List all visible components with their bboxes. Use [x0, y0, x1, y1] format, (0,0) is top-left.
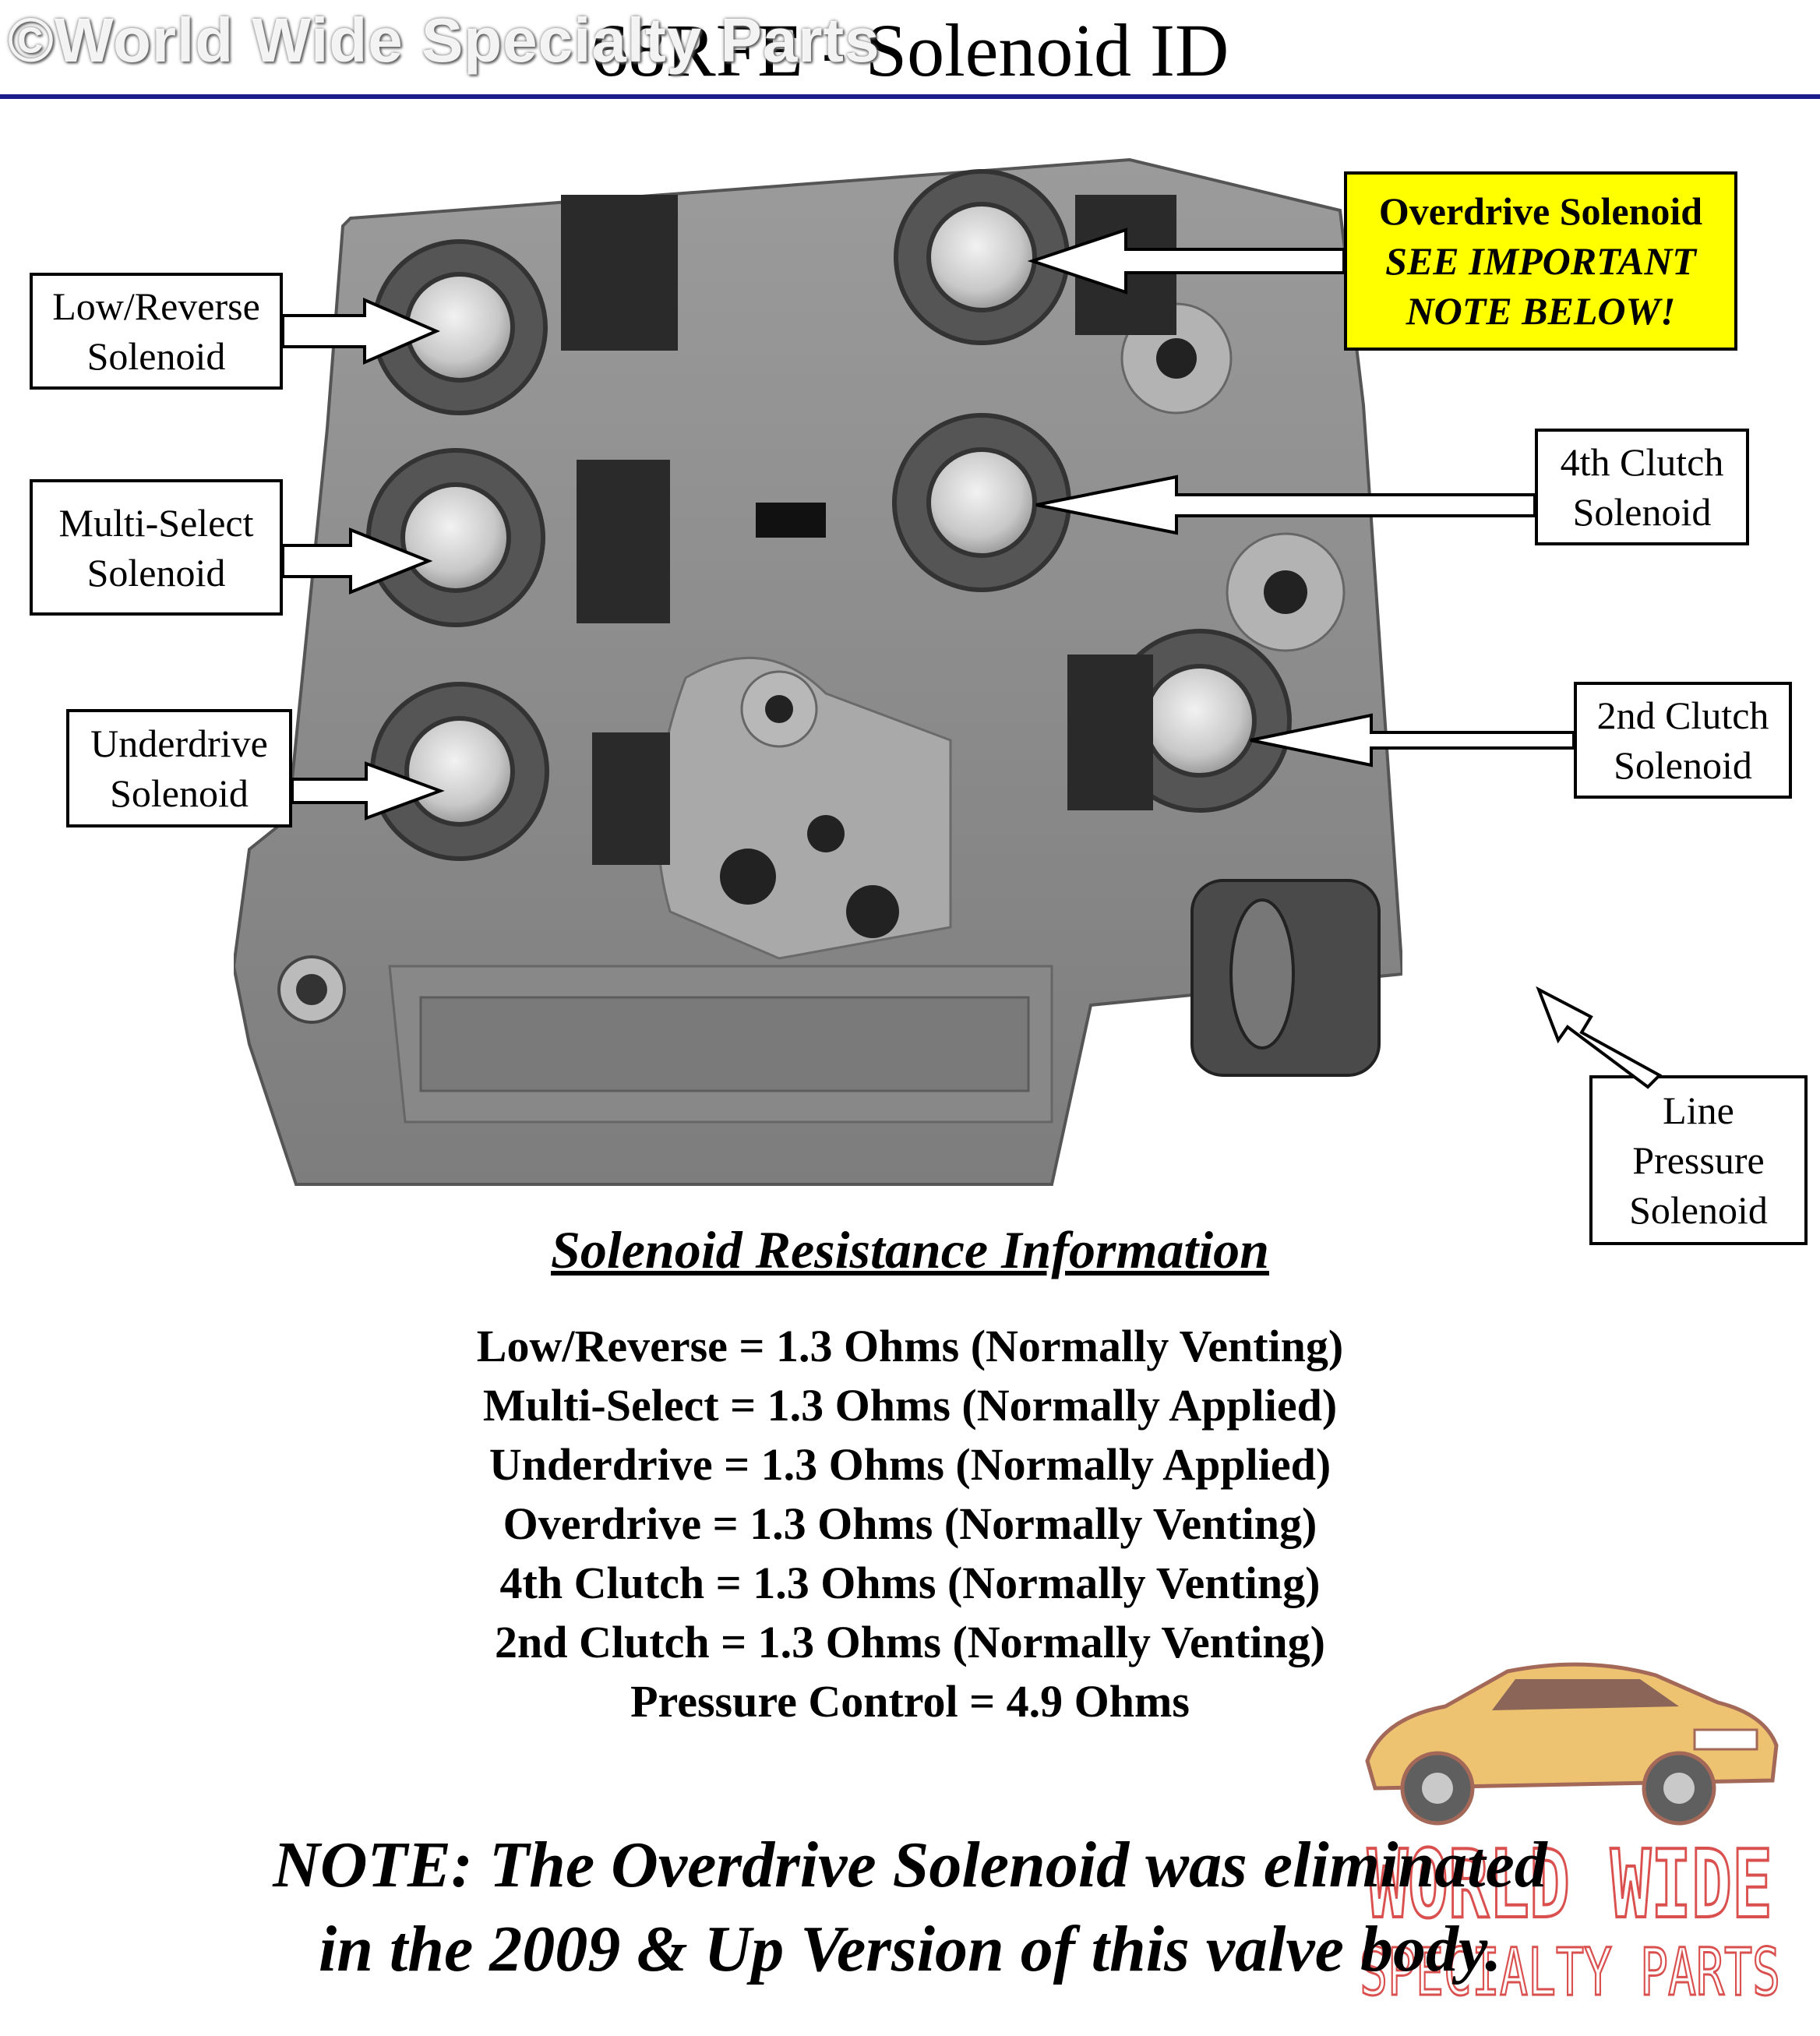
resistance-heading: Solenoid Resistance Information — [551, 1220, 1269, 1279]
note-line-1: NOTE: The Overdrive Solenoid was elimina… — [273, 1829, 1547, 1901]
copyright-watermark: ©World Wide Specialty Parts — [8, 5, 880, 75]
callout-line-pressure-solenoid: Line Pressure Solenoid — [1589, 1075, 1808, 1245]
callout-line: Solenoid — [1572, 490, 1712, 534]
callout-underdrive-solenoid: Underdrive Solenoid — [66, 709, 292, 827]
callout-line: Overdrive Solenoid — [1378, 189, 1703, 233]
callout-line: Solenoid — [86, 550, 226, 595]
callout-line: NOTE BELOW! — [1406, 289, 1676, 333]
resistance-list: Low/Reverse = 1.3 Ohms (Normally Venting… — [0, 1317, 1820, 1731]
callout-4th-clutch-solenoid: 4th Clutch Solenoid — [1535, 429, 1749, 545]
callout-line: Solenoid — [86, 334, 226, 378]
note-text: NOTE: The Overdrive Solenoid was elimina… — [0, 1823, 1820, 1992]
callout-multi-select-solenoid: Multi-Select Solenoid — [30, 479, 283, 616]
title-rule — [0, 94, 1820, 99]
callout-line: Solenoid — [1629, 1188, 1768, 1232]
resistance-item: Overdrive = 1.3 Ohms (Normally Venting) — [503, 1498, 1317, 1549]
callout-line: Pressure — [1632, 1138, 1765, 1182]
logo-text-line2: SPECIALTY PARTS — [1360, 1934, 1780, 2010]
logo-text-line1: WORLD WIDE — [1367, 1831, 1772, 1939]
car-icon — [1365, 1662, 1779, 1826]
callout-2nd-clutch-solenoid: 2nd Clutch Solenoid — [1574, 682, 1792, 799]
callout-line: Solenoid — [1614, 743, 1752, 787]
resistance-item: Pressure Control = 4.9 Ohms — [630, 1676, 1190, 1727]
callout-line: 2nd Clutch — [1596, 693, 1769, 737]
valve-body-photo — [234, 157, 1402, 1186]
arrow-line-pressure — [1536, 986, 1663, 1089]
callout-line: Solenoid — [110, 771, 249, 815]
resistance-item: 4th Clutch = 1.3 Ohms (Normally Venting) — [499, 1558, 1321, 1608]
callout-line: 4th Clutch — [1560, 440, 1724, 484]
callout-low-reverse-solenoid: Low/Reverse Solenoid — [30, 273, 283, 390]
resistance-item: 2nd Clutch = 1.3 Ohms (Normally Venting) — [495, 1617, 1325, 1667]
resistance-item: Low/Reverse = 1.3 Ohms (Normally Venting… — [476, 1321, 1344, 1371]
page-title: 68RFE - Solenoid ID — [591, 9, 1229, 92]
callout-overdrive-solenoid: Overdrive Solenoid SEE IMPORTANT NOTE BE… — [1344, 171, 1737, 351]
note-line-2: in the 2009 & Up Version of this valve b… — [318, 1913, 1502, 1985]
callout-line: Underdrive — [90, 722, 268, 765]
callout-line: Line — [1663, 1089, 1734, 1132]
resistance-item: Multi-Select = 1.3 Ohms (Normally Applie… — [482, 1380, 1338, 1431]
callout-line: SEE IMPORTANT — [1385, 239, 1696, 283]
world-wide-specialty-parts-logo: WORLD WIDE SPECIALTY PARTS — [1359, 1662, 1782, 2012]
callout-line: Low/Reverse — [52, 284, 260, 328]
resistance-item: Underdrive = 1.3 Ohms (Normally Applied) — [489, 1439, 1331, 1490]
callout-line: Multi-Select — [58, 500, 254, 545]
